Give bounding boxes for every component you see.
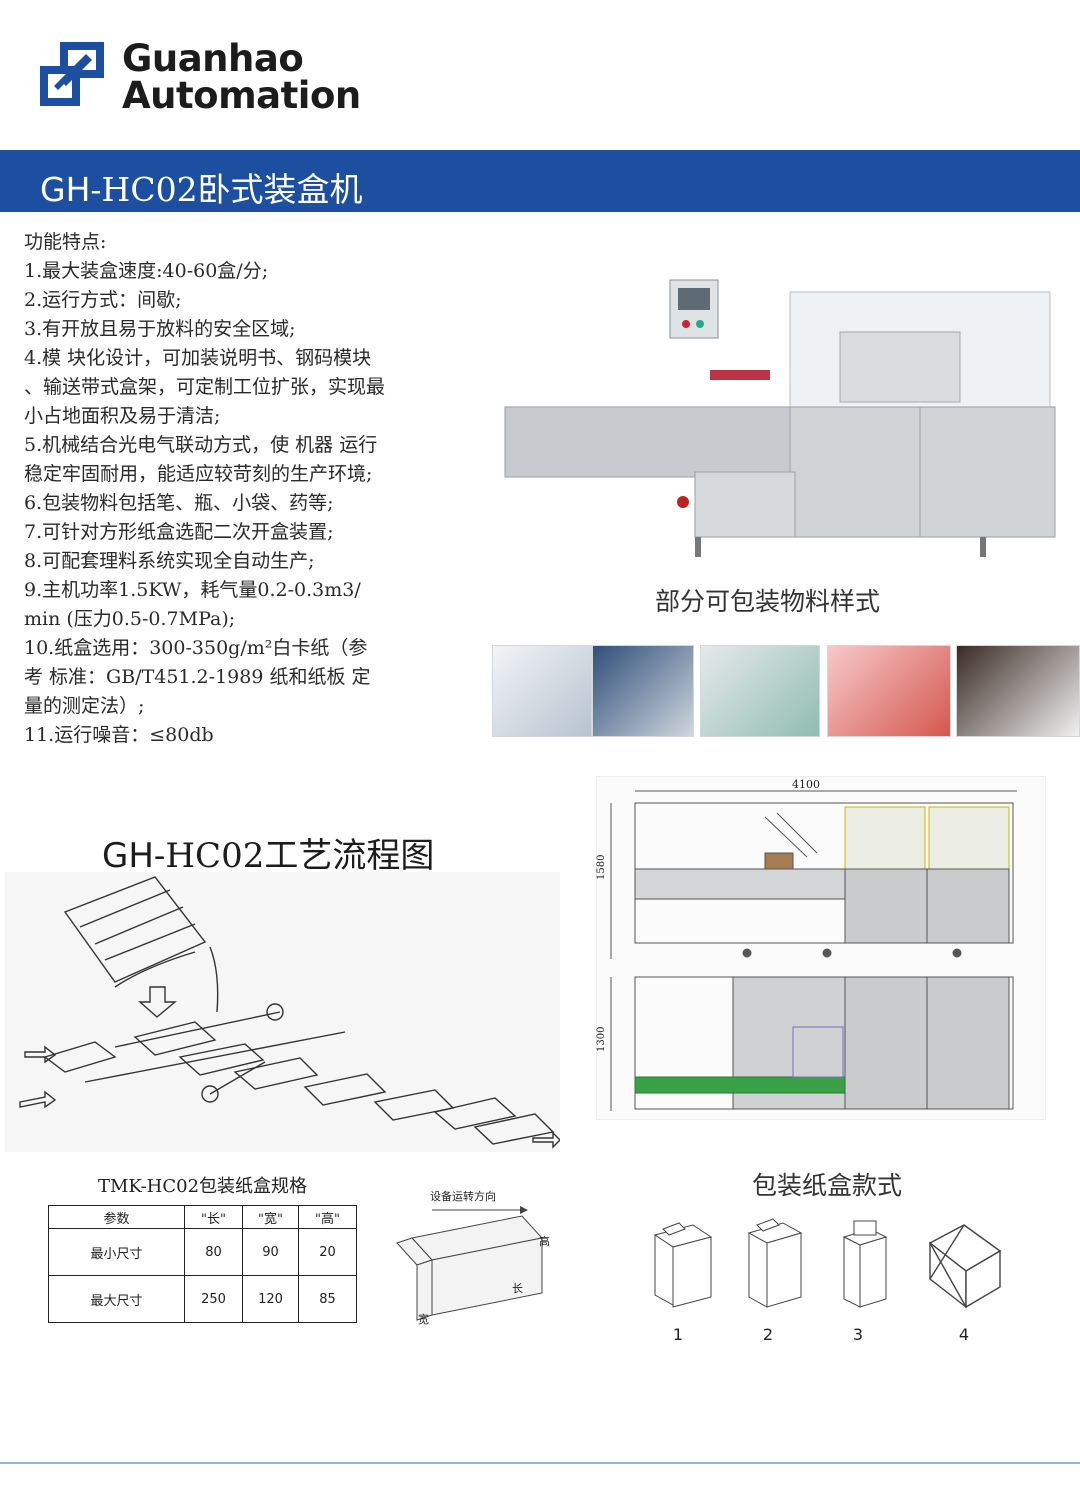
feature-line: 3.有开放且易于放料的安全区域;	[24, 318, 296, 340]
length-label: 长	[512, 1282, 523, 1295]
feature-line: 7.可针对方形纸盒选配二次开盒装置;	[24, 521, 334, 543]
table-header-row: 参数 "长" "宽" "高"	[48, 1205, 357, 1229]
table-header: "宽"	[242, 1205, 299, 1229]
table-cell: 最大尺寸	[48, 1275, 185, 1323]
box-styles-title: 包装纸盒款式	[752, 1171, 903, 1200]
feature-line: 8.可配套理料系统实现全自动生产;	[24, 550, 315, 572]
feature-line: 10.纸盒选用：300-350g/m²白卡纸（参	[24, 637, 368, 659]
sample-photo	[492, 645, 592, 737]
table-header: "高"	[298, 1205, 357, 1229]
feature-line: 1.最大装盒速度:40-60盒/分;	[24, 260, 269, 282]
feature-line: 、输送带式盒架，可定制工位扩张，实现最	[24, 376, 386, 398]
box-style-number: 1	[672, 1325, 684, 1344]
dimension-length: 4100	[792, 778, 820, 791]
feature-line: 9.主机功率1.5KW，耗气量0.2-0.3m3/	[24, 579, 361, 601]
spec-table-title: TMK-HC02包装纸盒规格	[98, 1176, 308, 1197]
dimension-width: 1300	[596, 1026, 607, 1052]
brand-line-2: Automation	[122, 74, 361, 117]
feature-line: 考 标准：GB/T451.2-1989 纸和纸板 定	[24, 666, 371, 688]
machine-photo	[504, 279, 1056, 557]
feature-line: 5.机械结合光电气联动方式，使 机器 运行	[24, 434, 378, 456]
feature-line: 稳定牢固耐用，能适应较苛刻的生产环境;	[24, 463, 373, 485]
width-label: 宽	[418, 1313, 429, 1326]
feature-line: 小占地面积及易于清洁;	[24, 405, 221, 427]
table-header: 参数	[48, 1205, 185, 1229]
table-row: 最大尺寸 250 120 85	[48, 1275, 357, 1323]
table-cell: 最小尺寸	[48, 1228, 185, 1276]
table-row: 最小尺寸 80 90 20	[48, 1228, 357, 1276]
guanhao-logo-icon	[40, 42, 104, 106]
technical-drawing	[596, 776, 1046, 1120]
feature-list: 功能特点: 1.最大装盒速度:40-60盒/分; 2.运行方式：间歇; 3.有开…	[24, 228, 484, 750]
feature-line: 4.模 块化设计，可加装说明书、钢码模块	[24, 347, 372, 369]
table-cell: 90	[242, 1228, 299, 1276]
flow-title: GH-HC02工艺流程图	[102, 828, 434, 877]
banner-title-text: -HC02卧式装盒机	[90, 170, 363, 209]
box-style-1-icon	[653, 1222, 713, 1308]
table-cell: 85	[298, 1275, 357, 1323]
feature-line: 量的测定法）;	[24, 695, 145, 717]
table-cell: 80	[184, 1228, 243, 1276]
banner-title: GH-HC02卧式装盒机	[40, 163, 363, 211]
table-cell: 120	[242, 1275, 299, 1323]
box-style-number: 3	[852, 1325, 864, 1344]
table-cell: 250	[184, 1275, 243, 1323]
box-style-4-icon	[928, 1224, 1002, 1309]
footer-divider	[0, 1462, 1080, 1464]
brand-name: Guanhao Automation	[122, 40, 361, 114]
direction-label: 设备运转方向	[430, 1190, 496, 1203]
process-flow-diagram	[5, 872, 560, 1152]
box-style-number: 4	[958, 1325, 970, 1344]
flow-title-prefix: GH	[102, 836, 154, 876]
box-dimension-diagram	[396, 1206, 543, 1321]
box-style-3-icon	[842, 1220, 888, 1308]
brand-line-1: Guanhao	[122, 37, 304, 80]
sample-photo	[956, 645, 1080, 737]
feature-line: 11.运行噪音：≤80db	[24, 724, 214, 746]
sample-photo	[592, 645, 694, 737]
sample-photo	[827, 645, 951, 737]
dimension-height: 1580	[596, 854, 607, 880]
title-banner	[0, 150, 1080, 212]
box-style-number: 2	[762, 1325, 774, 1344]
feature-line: min (压力0.5-0.7MPa);	[24, 608, 236, 630]
feature-line: 2.运行方式：间歇;	[24, 289, 182, 311]
flow-title-text: -HC02工艺流程图	[153, 836, 435, 876]
feature-heading: 功能特点:	[24, 231, 107, 253]
feature-line: 6.包装物料包括笔、瓶、小袋、药等;	[24, 492, 334, 514]
spec-table: 参数 "长" "宽" "高" 最小尺寸 80 90 20 最大尺寸 250 12…	[48, 1205, 357, 1323]
samples-caption: 部分可包装物料样式	[655, 587, 881, 616]
sample-photo	[700, 645, 820, 737]
table-header: "长"	[184, 1205, 243, 1229]
banner-title-prefix: GH	[40, 170, 91, 209]
height-label: 高	[539, 1235, 550, 1248]
table-cell: 20	[298, 1228, 357, 1276]
box-style-2-icon	[747, 1218, 803, 1308]
